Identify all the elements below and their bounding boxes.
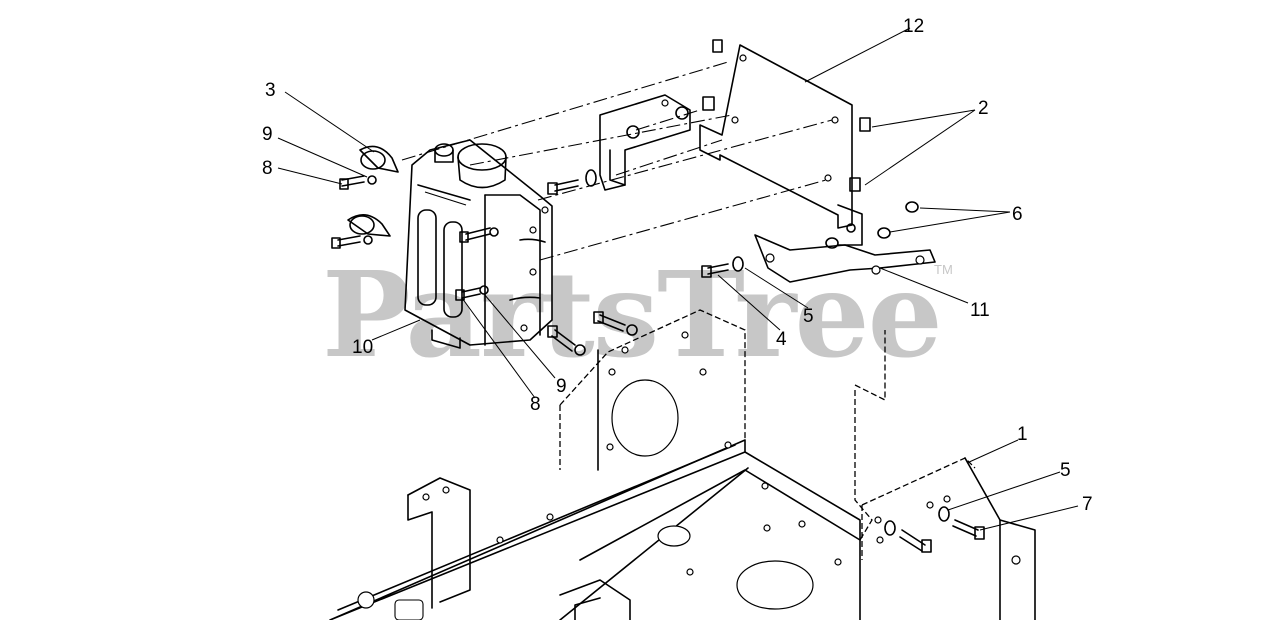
callout-5-upper: 5 — [803, 306, 814, 327]
callout-labels: 12 2 3 9 8 6 11 5 4 10 9 8 1 5 7 — [262, 16, 1093, 515]
callout-12: 10 — [352, 337, 373, 358]
callout-8-upper: 8 — [262, 158, 273, 179]
watermark-text: PartsTree — [322, 245, 941, 384]
part-1-side-bracket — [861, 457, 1036, 620]
mower-frame — [329, 309, 886, 620]
mounting-bracket — [547, 94, 691, 356]
callout-11: 11 — [970, 300, 990, 321]
callout-5-lower: 5 — [1060, 460, 1071, 481]
callout-8-lower: 8 — [530, 394, 541, 415]
callout-3: 3 — [265, 80, 276, 101]
leader-lines — [277, 27, 1079, 531]
part-10-mounting-plate — [699, 39, 871, 246]
callout-1: 1 — [1017, 424, 1028, 445]
assembly-lines — [401, 61, 833, 261]
watermark-trademark: TM — [934, 262, 953, 277]
callout-7: 7 — [1082, 494, 1093, 515]
callout-6: 6 — [1012, 204, 1023, 225]
callout-2: 2 — [978, 98, 989, 119]
part-1-bolts — [874, 506, 985, 553]
part-11-support-bar — [701, 201, 936, 283]
callout-4: 4 — [776, 329, 787, 350]
callout-9-upper: 9 — [262, 124, 273, 145]
part-3-hose-clamps — [331, 145, 399, 249]
watermark: PartsTree TM — [322, 245, 953, 384]
reservoir-bolts — [455, 227, 499, 301]
callout-9-lower: 9 — [556, 376, 567, 397]
callout-10: 12 — [903, 16, 924, 37]
